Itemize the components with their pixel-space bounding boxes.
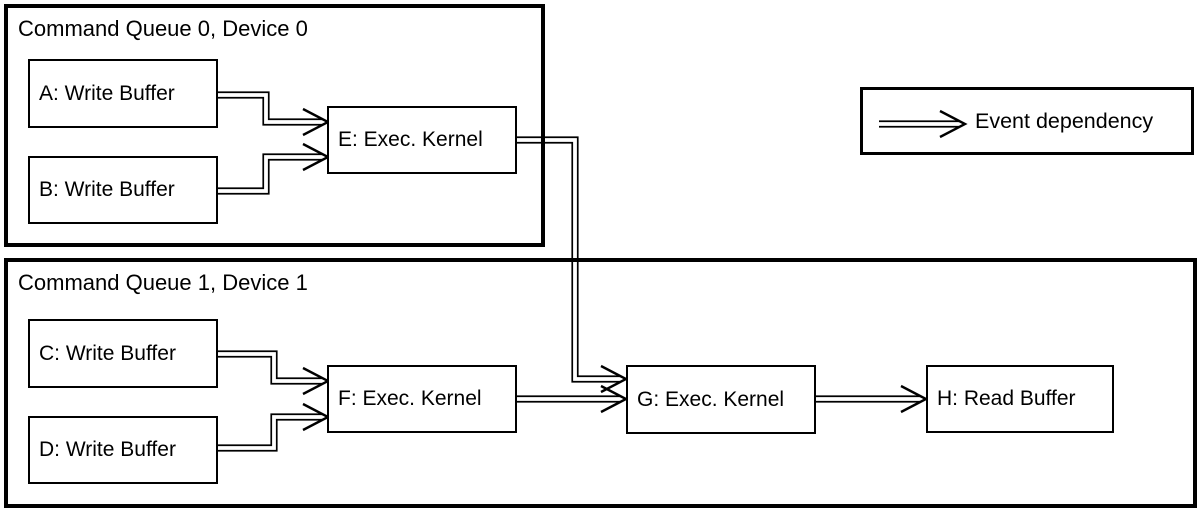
node-h-read-buffer: H: Read Buffer <box>926 365 1114 433</box>
node-g-label: G: Exec. Kernel <box>637 387 785 411</box>
node-f-exec-kernel: F: Exec. Kernel <box>327 365 517 433</box>
arrow-legend-sample <box>879 109 968 139</box>
legend-label: Event dependency <box>975 108 1154 133</box>
node-d-label: D: Write Buffer <box>39 438 176 461</box>
arrowhead-legend-sample <box>939 109 968 139</box>
container-command-queue-1-title: Command Queue 1, Device 1 <box>18 270 308 295</box>
node-c-write-buffer: C: Write Buffer <box>28 319 218 388</box>
node-a-write-buffer: A: Write Buffer <box>28 59 218 128</box>
node-c-label: C: Write Buffer <box>39 341 176 365</box>
node-e-label: E: Exec. Kernel <box>338 128 483 151</box>
container-command-queue-1: Command Queue 1, Device 1 <box>4 258 1197 508</box>
node-d-write-buffer: D: Write Buffer <box>28 416 218 484</box>
container-command-queue-0-title: Command Queue 0, Device 0 <box>18 16 308 41</box>
node-b-label: B: Write Buffer <box>39 178 175 201</box>
node-b-write-buffer: B: Write Buffer <box>28 156 218 224</box>
node-f-label: F: Exec. Kernel <box>338 387 482 410</box>
node-g-exec-kernel: G: Exec. Kernel <box>626 365 816 434</box>
container-command-queue-0: Command Queue 0, Device 0 <box>4 4 545 247</box>
node-a-label: A: Write Buffer <box>39 81 175 105</box>
legend-box: Event dependency <box>860 87 1194 155</box>
node-h-label: H: Read Buffer <box>937 387 1076 410</box>
node-e-exec-kernel: E: Exec. Kernel <box>327 106 517 174</box>
